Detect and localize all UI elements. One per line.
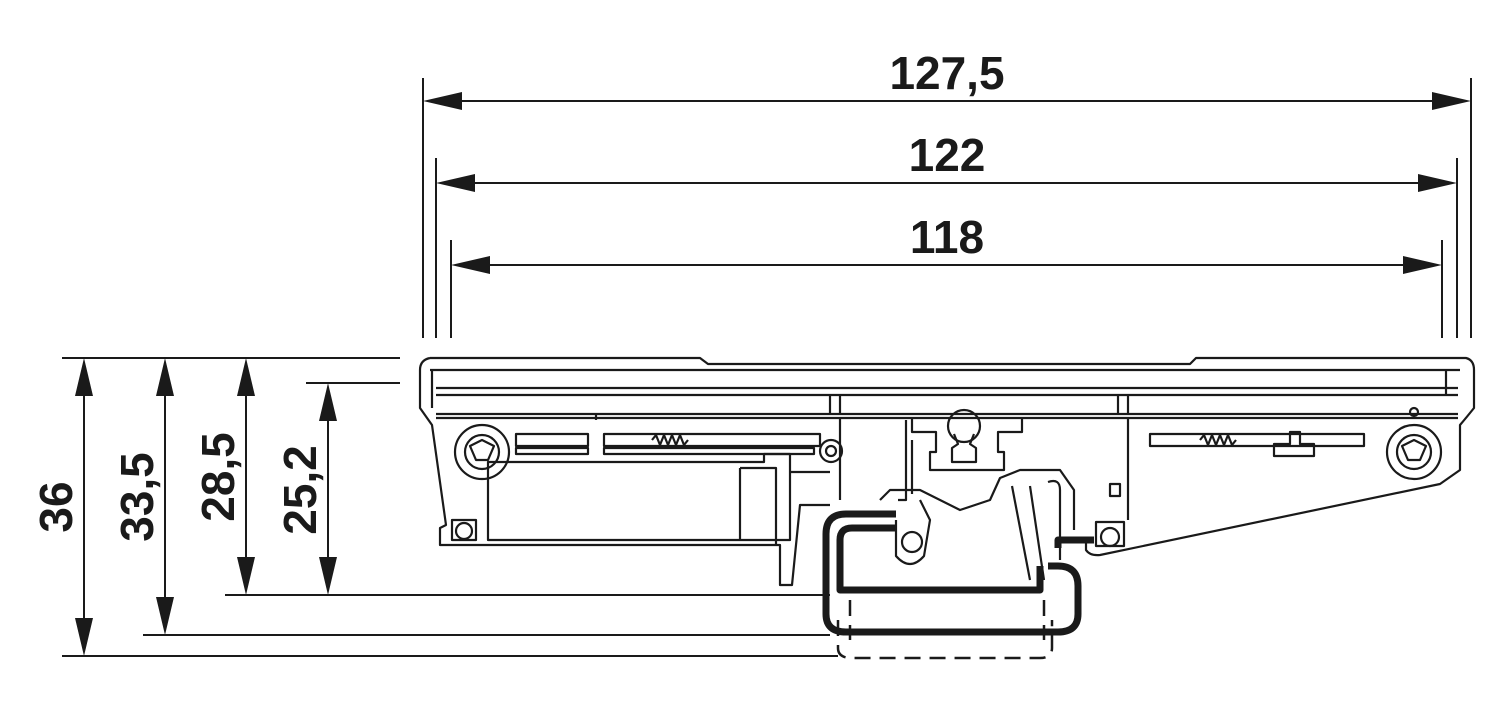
inner-wall [740, 466, 778, 545]
dimension-label: 33,5 [111, 452, 163, 542]
latch-arm [894, 499, 932, 566]
arrowhead-top [237, 358, 255, 396]
small-pin [1408, 406, 1420, 418]
din-rail-deep-variant [836, 620, 1054, 660]
vertical-dimensions: 36 33,5 28,5 25,2 [30, 357, 838, 657]
center-latch-key [950, 433, 978, 464]
lower-left-hole [454, 521, 474, 541]
left-slot-1 [514, 432, 590, 448]
dimension-33-5: 33,5 [111, 358, 174, 635]
arrowhead-bottom [237, 557, 255, 595]
din-rail-lip [1054, 536, 1094, 548]
arrowhead-left [451, 256, 490, 274]
arrowhead-bottom [156, 597, 174, 635]
latch-arm-hole [900, 530, 924, 554]
dimension-118: 118 [451, 211, 1442, 274]
arrowhead-left [436, 174, 475, 192]
din-rail-inner [836, 524, 1044, 594]
dimension-label: 127,5 [889, 47, 1004, 99]
arrowhead-bottom [75, 618, 93, 656]
arrowhead-top [319, 383, 337, 421]
dimension-label: 36 [30, 481, 82, 532]
housing-outline [418, 356, 1476, 587]
left-slot-2 [514, 446, 590, 456]
din-rail [822, 510, 1094, 660]
right-spring [1199, 433, 1237, 447]
arrowhead-right [1432, 92, 1471, 110]
horizontal-dimensions: 127,5 122 118 [422, 47, 1472, 338]
right-mount-hole-outer [1385, 423, 1443, 481]
right-mount-hole-clip [1400, 438, 1428, 462]
right-lower-hole [1099, 526, 1121, 548]
left-spring-slot [602, 432, 822, 448]
dimension-122: 122 [436, 129, 1457, 192]
arrowhead-right [1403, 256, 1442, 274]
left-mount-hole-outer [453, 423, 511, 481]
right-lower-hole-frame [1094, 520, 1126, 548]
latch-spring-arm-2 [1047, 479, 1062, 560]
dimension-25-2: 25,2 [274, 383, 337, 595]
dimension-28-5: 28,5 [192, 358, 255, 595]
arrowhead-top [75, 358, 93, 396]
housing-body [418, 356, 1476, 587]
lower-left-hole-frame [450, 518, 478, 542]
din-rail-profile [822, 510, 1082, 636]
left-mount-hole-clip [468, 438, 496, 462]
dimension-label: 28,5 [192, 432, 244, 522]
dimension-label: 25,2 [274, 445, 326, 535]
left-spring-slot-2 [602, 446, 816, 456]
right-tee [1272, 430, 1316, 458]
latch-hook [879, 468, 1076, 530]
center-left-pivot-inner [824, 444, 838, 458]
dimension-127-5: 127,5 [423, 47, 1471, 110]
center-latch [910, 418, 1024, 472]
center-latch-pin [946, 408, 982, 444]
arrowhead-right [1418, 174, 1457, 192]
right-spring-slot [1148, 432, 1366, 448]
left-spring [651, 433, 689, 447]
dimension-36: 36 [30, 358, 93, 656]
right-clip-slot [1108, 482, 1122, 498]
left-mount-hole-inner [463, 433, 501, 471]
dimension-label: 122 [909, 129, 986, 181]
center-post-left [898, 420, 908, 502]
dimension-label: 118 [910, 211, 984, 263]
latch-spring-arm [1010, 485, 1046, 581]
center-left-pivot [818, 438, 844, 464]
arrowhead-top [156, 358, 174, 396]
lower-left-cavity [486, 452, 792, 542]
right-mount-hole-inner [1395, 433, 1433, 471]
arrowhead-bottom [319, 557, 337, 595]
arrowhead-left [423, 92, 462, 110]
